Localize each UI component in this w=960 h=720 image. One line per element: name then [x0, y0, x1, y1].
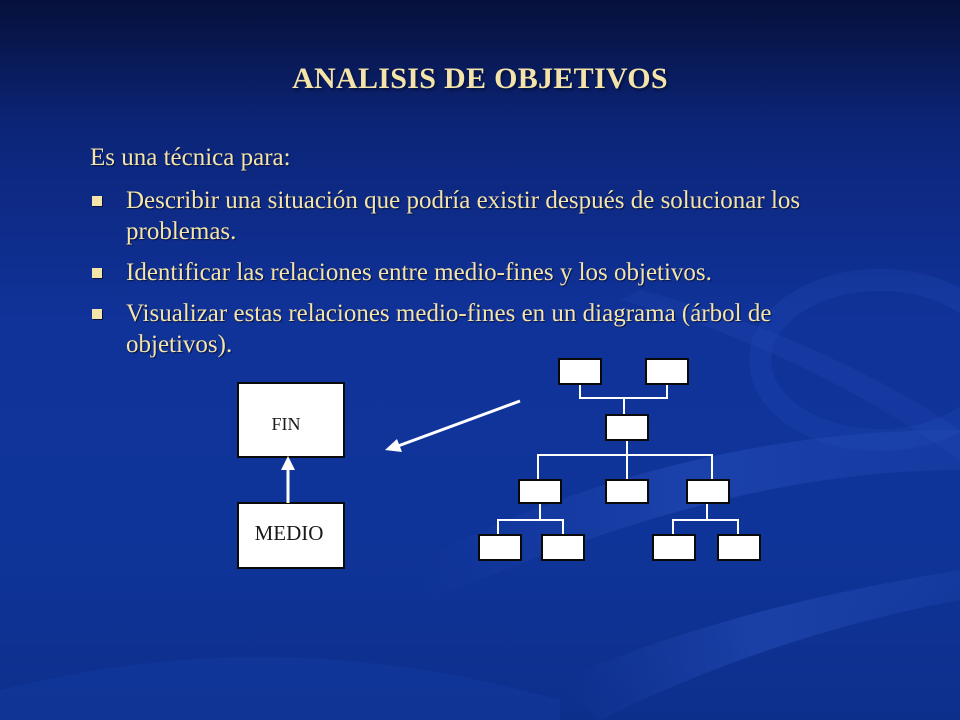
tree-node	[645, 358, 689, 385]
fin-label: FIN	[271, 414, 300, 434]
tree-node	[558, 358, 602, 385]
bullet-item: Identificar las relaciones entre medio-f…	[90, 257, 870, 288]
tree-node	[478, 534, 522, 561]
bullet-text: Visualizar estas relaciones medio-fines …	[126, 300, 772, 358]
tree-node	[605, 414, 649, 441]
intro-text: Es una técnica para:	[90, 144, 291, 171]
up-arrow-icon	[281, 456, 295, 470]
tree-node	[541, 534, 585, 561]
bullet-item: Visualizar estas relaciones medio-fines …	[90, 298, 870, 360]
tree-boxes	[478, 358, 761, 561]
square-bullet-icon	[92, 268, 102, 278]
bullet-list: Describir una situación que podría exist…	[90, 185, 870, 370]
square-bullet-icon	[92, 196, 102, 206]
tree-node	[518, 479, 562, 504]
medio-label: MEDIO	[255, 521, 324, 545]
bullet-text: Identificar las relaciones entre medio-f…	[126, 259, 712, 286]
slide-title: ANALISIS DE OBJETIVOS	[292, 62, 668, 95]
square-bullet-icon	[92, 309, 102, 319]
bullet-item: Describir una situación que podría exist…	[90, 185, 870, 247]
tree-node	[605, 479, 649, 504]
fin-medio-diagram: FIN MEDIO	[237, 382, 345, 569]
tree-node	[652, 534, 696, 561]
tree-node	[686, 479, 730, 504]
fin-box	[237, 382, 345, 458]
objectives-tree	[497, 384, 739, 535]
left-arrow-icon	[385, 439, 402, 452]
bullet-text: Describir una situación que podría exist…	[126, 187, 801, 245]
medio-box	[237, 502, 345, 569]
pointer-arrow	[385, 399, 521, 452]
tree-node	[717, 534, 761, 561]
